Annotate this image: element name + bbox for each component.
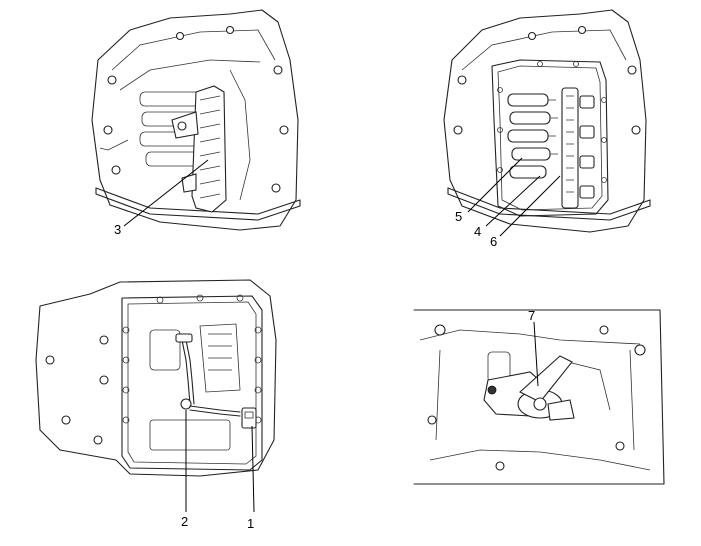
transmission-case-bottom-right <box>413 309 665 485</box>
manual-control-lever <box>483 355 575 421</box>
callout-2: 2 <box>181 514 188 529</box>
leader-line-7 <box>533 321 539 387</box>
callout-7: 7 <box>528 308 535 323</box>
leader-line-6 <box>499 175 561 237</box>
leader-line-4 <box>485 175 541 227</box>
solenoid-valves <box>507 93 558 179</box>
harness-connector <box>241 407 257 429</box>
solenoid-connector-strip <box>561 87 595 209</box>
valve-body-cover <box>171 85 227 213</box>
panel-top-right: 5 4 6 <box>443 9 651 249</box>
leader-line-5 <box>467 157 523 213</box>
panel-bottom-right: 7 <box>413 308 665 485</box>
callout-3: 3 <box>114 222 121 237</box>
panel-top-left: 3 <box>91 9 301 237</box>
callout-1: 1 <box>247 516 254 531</box>
transmission-housing-top-left <box>91 9 301 231</box>
valve-body-gasket-frame <box>491 59 609 217</box>
transmission-housing-top-right <box>443 9 651 233</box>
leader-line-1 <box>251 425 255 513</box>
callout-5: 5 <box>455 209 462 224</box>
callout-6: 6 <box>490 234 497 249</box>
callout-4: 4 <box>474 224 481 239</box>
leader-line-3 <box>123 159 209 227</box>
wire-harness <box>175 333 241 417</box>
transmission-case-bottom-left <box>35 279 277 477</box>
panel-bottom-left: 2 1 <box>35 279 277 531</box>
